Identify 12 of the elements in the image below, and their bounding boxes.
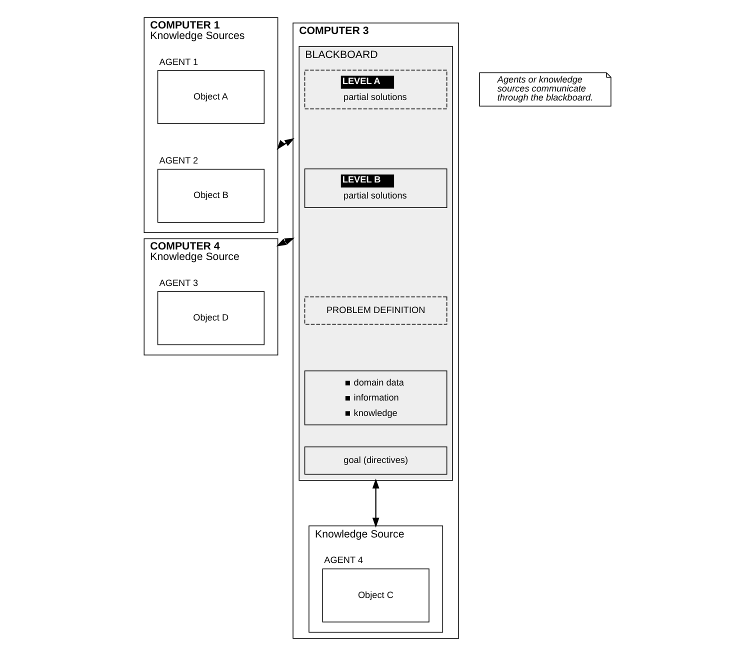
node-label: AGENT 2 [159, 156, 198, 166]
node-label: AGENT 4 [324, 555, 363, 566]
node-box: LEVEL B partial solutions [304, 168, 448, 208]
node-box: LEVEL A partial solutions [304, 70, 448, 110]
node-label: AGENT 1 [159, 56, 198, 67]
arrow [276, 238, 295, 246]
arrow [372, 478, 380, 528]
arrow [276, 138, 294, 150]
node-label: AGENT 3 [159, 278, 198, 288]
node-box: PROBLEM DEFINITION [304, 296, 448, 325]
node-box: domain data information knowledge [304, 370, 448, 426]
node-box: goal (directives) [304, 446, 448, 475]
